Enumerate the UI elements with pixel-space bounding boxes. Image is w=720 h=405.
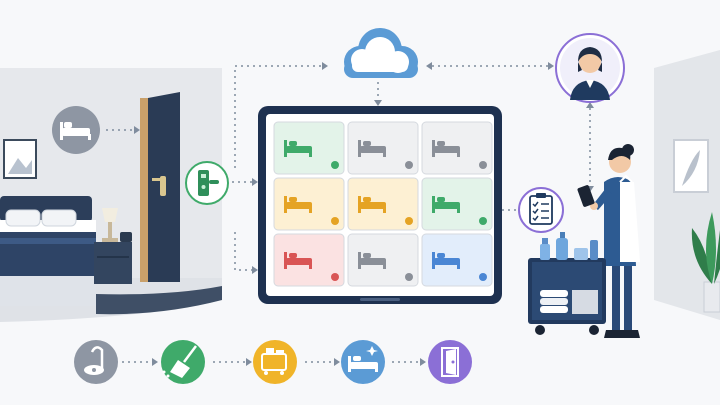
room-tile[interactable]	[347, 177, 419, 231]
room-status-dot	[331, 161, 339, 169]
room-door	[140, 92, 180, 282]
room-tile[interactable]	[273, 177, 345, 231]
room-tile[interactable]	[421, 121, 493, 175]
room-status-dot	[405, 273, 413, 281]
room-status-dot	[405, 161, 413, 169]
room-bed-icon	[432, 196, 460, 213]
connector-arrowheads	[134, 62, 594, 366]
nightstand	[94, 208, 132, 284]
step-vacuum-icon	[74, 340, 118, 384]
room-bed-icon	[284, 140, 312, 157]
clipboard-checklist-icon	[518, 187, 564, 233]
bed	[0, 196, 96, 306]
room-status-dot	[405, 217, 413, 225]
room-status-dot	[331, 273, 339, 281]
room-status-dot	[331, 217, 339, 225]
room-tile[interactable]	[273, 121, 345, 175]
right-room-scene	[654, 50, 720, 320]
smart-lock-icon	[185, 161, 229, 205]
step-made-bed-icon	[341, 340, 385, 384]
room-status-dot	[479, 161, 487, 169]
connector-lock-to-cloud	[234, 65, 322, 168]
step-exit-door-icon	[428, 340, 472, 384]
connector-lines	[106, 65, 591, 363]
housekeeper-figure	[577, 144, 640, 338]
room-bed-icon	[284, 196, 312, 213]
housekeeper-avatar-icon	[555, 33, 625, 103]
connector-room-to-tablet	[234, 232, 252, 271]
cleaning-cart	[528, 232, 606, 335]
room-bed-icon	[432, 140, 460, 157]
room-tile[interactable]	[347, 233, 419, 287]
room-status-dot	[479, 217, 487, 225]
guest-bed-icon	[52, 106, 100, 154]
room-bed-icon	[358, 140, 386, 157]
room-tile[interactable]	[421, 177, 493, 231]
step-laundry-cart-icon	[253, 340, 297, 384]
room-tile[interactable]	[347, 121, 419, 175]
step-broom-icon	[161, 340, 205, 384]
room-bed-icon	[284, 252, 312, 269]
room-status-grid	[273, 121, 493, 287]
tablet-device	[258, 106, 502, 304]
room-tile[interactable]	[421, 233, 493, 287]
hotel-room-scene	[0, 68, 222, 322]
potted-plant	[691, 212, 720, 313]
cloud-icon	[344, 28, 418, 78]
room-status-dot	[479, 273, 487, 281]
room-tile[interactable]	[273, 233, 345, 287]
room-bed-icon	[432, 252, 460, 269]
room-bed-icon	[358, 196, 386, 213]
room-bed-icon	[358, 252, 386, 269]
process-steps	[74, 340, 472, 384]
